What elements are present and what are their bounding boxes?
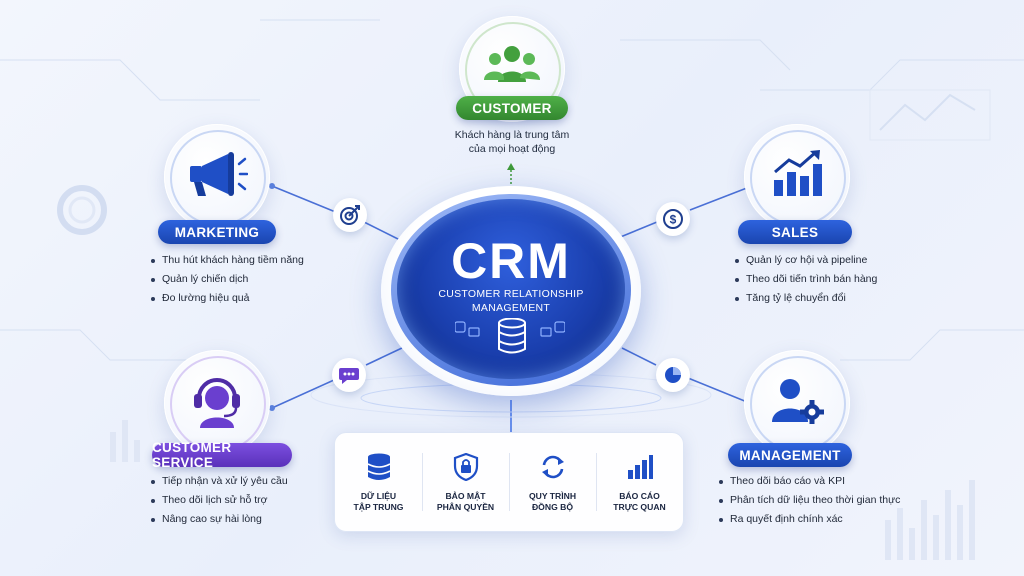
customer-label: CUSTOMER (456, 96, 568, 120)
marketing-connector-node (333, 198, 367, 232)
list-item: Ra quyết định chính xác (718, 510, 900, 529)
crm-title: CRM (451, 233, 571, 289)
marketing-list: Thu hút khách hàng tiềm năng Quản lý chi… (150, 251, 304, 308)
sync-icon (541, 455, 564, 479)
headset-icon (194, 378, 240, 428)
crm-subtitle-line2: MANAGEMENT (471, 302, 551, 314)
list-item: Thu hút khách hàng tiềm năng (150, 251, 304, 270)
list-item: Nâng cao sự hài lòng (150, 510, 288, 529)
crm-hub: CRM CUSTOMER RELATIONSHIP MANAGEMENT (381, 186, 641, 396)
list-item: Quản lý chiến dịch (150, 270, 304, 289)
marketing-label: MARKETING (158, 220, 276, 244)
crm-subtitle-line1: CUSTOMER RELATIONSHIP (438, 288, 584, 300)
bar-chart-up-icon (774, 150, 822, 196)
management-connector-node (656, 358, 690, 392)
sales-list: Quản lý cơ hội và pipeline Theo dõi tiến… (734, 251, 877, 308)
dollar-icon: $ (663, 209, 683, 229)
database-icon (498, 318, 526, 354)
bar-chart-icon (627, 455, 653, 479)
target-icon (340, 205, 360, 225)
management-label: MANAGEMENT (728, 443, 852, 467)
management-circle (744, 350, 850, 456)
svg-text:$: $ (670, 213, 677, 227)
shield-lock-icon (453, 453, 478, 481)
pie-chart-icon (665, 367, 681, 383)
users-group-icon (484, 46, 540, 82)
list-item: Phân tích dữ liệu theo thời gian thực (718, 491, 900, 510)
megaphone-icon (190, 152, 248, 196)
chat-bubble-icon (339, 368, 359, 384)
customer-service-list: Tiếp nhận và xử lý yêu cầu Theo dõi lịch… (150, 472, 288, 529)
database-icon (367, 453, 390, 480)
sales-label: SALES (738, 220, 852, 244)
list-item: Theo dõi tiến trình bán hàng (734, 270, 877, 289)
management-list: Theo dõi báo cáo và KPI Phân tích dữ liệ… (718, 472, 900, 529)
customer-service-connector-node (332, 358, 366, 392)
sales-circle (744, 124, 850, 230)
customer-service-label: CUSTOMER SERVICE (152, 440, 292, 470)
customer-description: Khách hàng là trung tâm của mọi hoạt độn… (454, 129, 570, 155)
list-item: Tiếp nhận và xử lý yêu cầu (150, 472, 288, 491)
hub-small-icons (455, 321, 565, 337)
user-gear-icon (772, 379, 824, 424)
list-item: Đo lường hiệu quả (150, 289, 304, 308)
sales-connector-node: $ (656, 202, 690, 236)
list-item: Theo dõi lịch sử hỗ trợ (150, 491, 288, 510)
list-item: Quản lý cơ hội và pipeline (734, 251, 877, 270)
marketing-circle (164, 124, 270, 230)
list-item: Tăng tỷ lệ chuyển đổi (734, 289, 877, 308)
list-item: Theo dõi báo cáo và KPI (718, 472, 900, 491)
